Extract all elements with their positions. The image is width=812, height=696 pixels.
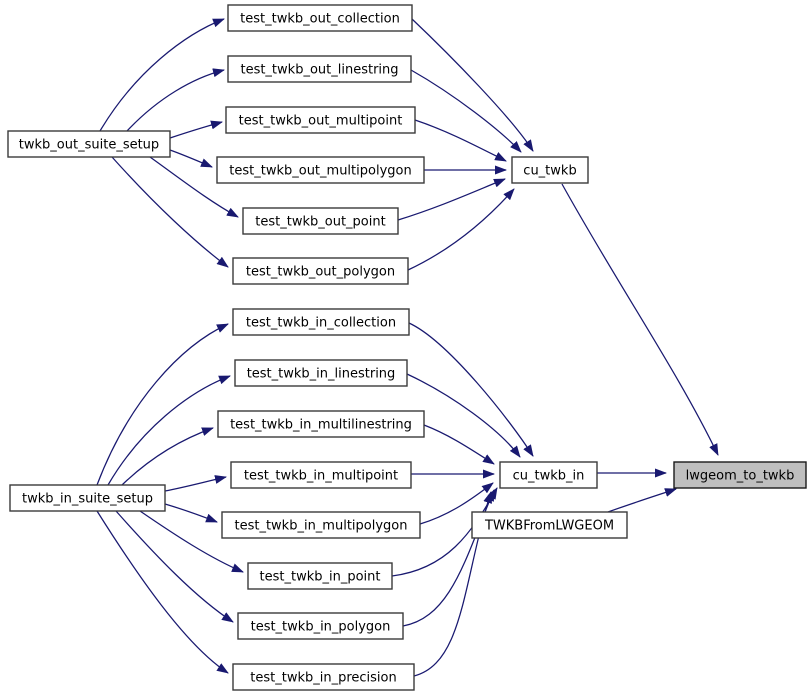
node-label-test_twkb_out_collection: test_twkb_out_collection [240, 12, 400, 27]
edge-test_twkb_in_polygon--cu_twkb_in [402, 489, 495, 627]
node-box [230, 461, 412, 489]
node-box [227, 4, 413, 32]
edge-twkb_in_suite_setup--test_twkb_in_polygon [115, 510, 234, 623]
node-label-test_twkb_in_multilinestring: test_twkb_in_multilinestring [230, 418, 412, 433]
node-cu_twkb[interactable]: cu_twkb [511, 156, 589, 184]
edge-twkb_in_suite_setup--test_twkb_in_multipolygon [164, 503, 218, 523]
edge-twkb_in_suite_setup--test_twkb_in_precision [96, 510, 229, 674]
node-box [232, 663, 415, 691]
edge-TWKBFromLWGEOM--lwgeom_to_twkb [607, 488, 677, 513]
node-TWKBFromLWGEOM[interactable]: TWKBFromLWGEOM [471, 511, 628, 539]
edge-cu_twkb--lwgeom_to_twkb [561, 183, 719, 456]
node-test_twkb_out_point[interactable]: test_twkb_out_point [242, 207, 399, 235]
edge-twkb_out_suite_setup--test_twkb_out_point [149, 156, 239, 218]
node-test_twkb_out_polygon[interactable]: test_twkb_out_polygon [232, 257, 409, 285]
node-box [9, 484, 166, 512]
node-label-test_twkb_out_linestring: test_twkb_out_linestring [240, 63, 398, 78]
edge-twkb_out_suite_setup--test_twkb_out_multipolygon [169, 149, 213, 168]
edge-twkb_in_suite_setup--test_twkb_in_linestring [107, 375, 231, 486]
edge-test_twkb_in_linestring--cu_twkb_in [406, 373, 521, 458]
node-box [221, 511, 421, 539]
node-label-cu_twkb_in: cu_twkb_in [513, 469, 585, 484]
node-label-test_twkb_out_multipolygon: test_twkb_out_multipolygon [229, 164, 411, 179]
edge-test_twkb_in_multilinestring--cu_twkb_in [423, 424, 495, 465]
node-box [217, 410, 425, 438]
edge-twkb_out_suite_setup--test_twkb_out_collection [99, 18, 225, 132]
node-box [7, 130, 171, 158]
edge-test_twkb_out_multipoint--cu_twkb [414, 119, 507, 162]
edge-test_twkb_out_linestring--cu_twkb [410, 69, 522, 153]
node-lwgeom_to_twkb[interactable]: lwgeom_to_twkb [673, 461, 807, 489]
node-test_twkb_out_collection[interactable]: test_twkb_out_collection [227, 4, 413, 32]
node-box [499, 461, 598, 489]
node-label-test_twkb_in_linestring: test_twkb_in_linestring [247, 367, 396, 382]
node-box [471, 511, 628, 539]
node-box [234, 359, 408, 387]
node-label-test_twkb_in_precision: test_twkb_in_precision [250, 671, 396, 686]
node-test_twkb_in_precision[interactable]: test_twkb_in_precision [232, 663, 415, 691]
node-label-test_twkb_out_point: test_twkb_out_point [255, 215, 385, 230]
edge-test_twkb_out_collection--cu_twkb [411, 18, 534, 152]
node-box [225, 106, 416, 134]
node-label-twkb_in_suite_setup: twkb_in_suite_setup [22, 492, 153, 507]
edge-twkb_in_suite_setup--test_twkb_in_point [139, 510, 244, 573]
node-test_twkb_in_linestring[interactable]: test_twkb_in_linestring [234, 359, 408, 387]
node-box [232, 308, 410, 336]
edge-twkb_in_suite_setup--test_twkb_in_multipoint [164, 475, 227, 492]
node-test_twkb_in_multipoint[interactable]: test_twkb_in_multipoint [230, 461, 412, 489]
node-label-test_twkb_in_point: test_twkb_in_point [260, 570, 381, 585]
node-label-twkb_out_suite_setup: twkb_out_suite_setup [19, 138, 159, 153]
edge-test_twkb_in_multipolygon--cu_twkb_in [419, 482, 494, 525]
node-twkb_out_suite_setup[interactable]: twkb_out_suite_setup [7, 130, 171, 158]
node-test_twkb_in_collection[interactable]: test_twkb_in_collection [232, 308, 410, 336]
node-box [242, 207, 399, 235]
node-twkb_in_suite_setup[interactable]: twkb_in_suite_setup [9, 484, 166, 512]
node-test_twkb_in_multilinestring[interactable]: test_twkb_in_multilinestring [217, 410, 425, 438]
node-test_twkb_in_point[interactable]: test_twkb_in_point [247, 562, 393, 590]
node-box [216, 156, 425, 184]
node-box [247, 562, 393, 590]
node-box [237, 612, 404, 640]
node-cu_twkb_in[interactable]: cu_twkb_in [499, 461, 598, 489]
node-label-lwgeom_to_twkb: lwgeom_to_twkb [686, 469, 795, 484]
node-label-test_twkb_out_multipoint: test_twkb_out_multipoint [239, 114, 403, 129]
node-layer: twkb_out_suite_setup test_twkb_out_collec… [7, 4, 807, 691]
edge-test_twkb_out_polygon--cu_twkb [407, 188, 515, 271]
node-box [227, 55, 412, 83]
node-test_twkb_in_multipolygon[interactable]: test_twkb_in_multipolygon [221, 511, 421, 539]
edge-twkb_out_suite_setup--test_twkb_out_multipoint [169, 120, 223, 139]
node-box [511, 156, 589, 184]
node-test_twkb_out_multipoint[interactable]: test_twkb_out_multipoint [225, 106, 416, 134]
node-label-test_twkb_in_polygon: test_twkb_in_polygon [251, 620, 391, 635]
edge-test_twkb_in_collection--cu_twkb_in [408, 322, 534, 457]
edge-twkb_in_suite_setup--test_twkb_in_collection [96, 323, 229, 486]
node-label-cu_twkb: cu_twkb [523, 164, 576, 179]
node-label-test_twkb_in_multipoint: test_twkb_in_multipoint [244, 469, 398, 484]
edge-twkb_in_suite_setup--test_twkb_in_multilinestring [121, 427, 214, 486]
node-label-test_twkb_in_collection: test_twkb_in_collection [246, 316, 396, 331]
edge-twkb_out_suite_setup--test_twkb_out_linestring [126, 68, 225, 132]
node-box [232, 257, 409, 285]
node-test_twkb_out_multipolygon[interactable]: test_twkb_out_multipolygon [216, 156, 425, 184]
node-test_twkb_out_linestring[interactable]: test_twkb_out_linestring [227, 55, 412, 83]
node-test_twkb_in_polygon[interactable]: test_twkb_in_polygon [237, 612, 404, 640]
node-label-test_twkb_in_multipolygon: test_twkb_in_multipolygon [234, 519, 407, 534]
highlighted-node-box [673, 461, 807, 489]
node-label-TWKBFromLWGEOM: TWKBFromLWGEOM [484, 519, 614, 534]
edge-test_twkb_out_point--cu_twkb [397, 178, 506, 221]
node-label-test_twkb_out_polygon: test_twkb_out_polygon [246, 265, 395, 280]
edge-twkb_out_suite_setup--test_twkb_out_polygon [111, 156, 229, 268]
